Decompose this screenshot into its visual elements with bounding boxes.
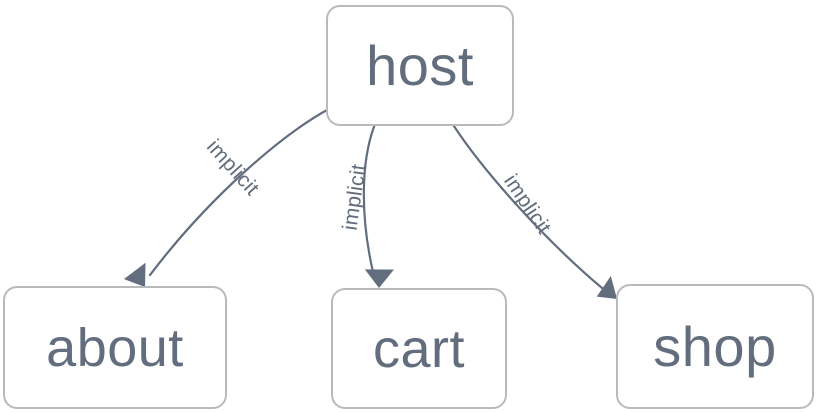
edge-host-cart[interactable]: implicit: [339, 122, 395, 289]
node-about[interactable]: about: [3, 286, 227, 409]
edge-host-shop-label: implicit: [499, 170, 555, 238]
node-shop-label: shop: [653, 314, 777, 378]
edge-host-shop[interactable]: implicit: [450, 121, 623, 303]
edge-host-about-arrowhead: [123, 262, 146, 287]
node-cart-label: cart: [372, 318, 466, 379]
node-cart[interactable]: cart: [331, 288, 507, 409]
edge-host-cart-path: [362, 122, 377, 274]
edge-host-about-label: implicit: [202, 135, 264, 200]
node-about-label: about: [46, 317, 184, 378]
edge-host-about-path: [148, 108, 329, 277]
edge-host-shop-path: [450, 121, 604, 290]
edge-host-cart-arrowhead: [364, 269, 395, 288]
edge-host-about[interactable]: implicit: [123, 108, 329, 294]
node-host[interactable]: host: [326, 5, 514, 126]
node-host-label: host: [366, 33, 474, 97]
edge-host-shop-arrowhead: [596, 275, 617, 299]
node-shop[interactable]: shop: [616, 284, 814, 409]
